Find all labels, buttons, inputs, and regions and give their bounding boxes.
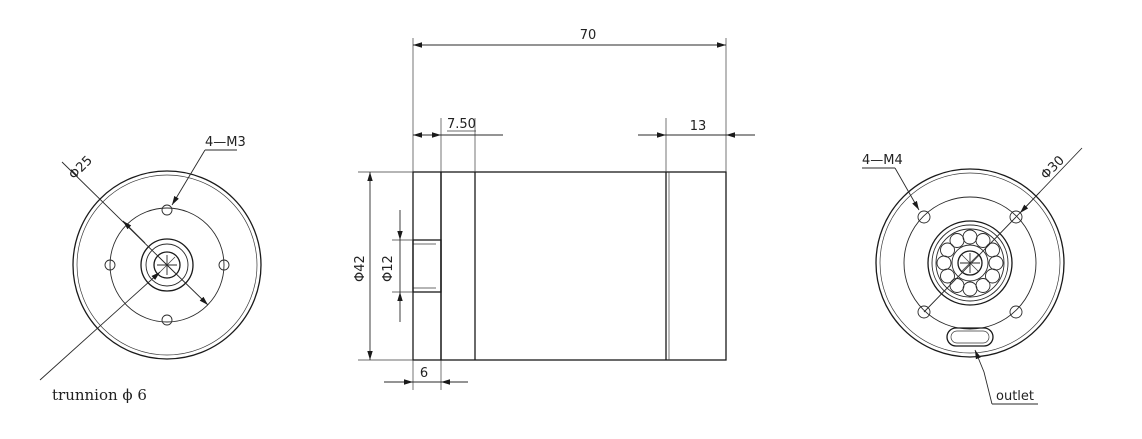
front-dia-leader — [61, 161, 168, 266]
front-bolt-circle-dim: Φ25 — [66, 153, 96, 183]
front-thread-leader — [171, 149, 206, 206]
front-hole-bottom — [161, 314, 173, 326]
dim-flange-length: 7.50 — [447, 117, 476, 132]
rear-hole-bottom-right — [1009, 305, 1023, 319]
outlet-slot — [946, 327, 994, 347]
trunnion-label: trunnion ϕ 6 — [52, 386, 147, 404]
outlet-label: outlet — [996, 389, 1034, 404]
bearing-ball — [949, 278, 965, 293]
rear-housing-inner — [931, 224, 1009, 302]
bearing-ball — [985, 268, 1000, 284]
bearing-outer-race — [935, 228, 1005, 298]
dim-overall-length: 70 — [580, 28, 597, 43]
rear-shaft-circle — [957, 250, 983, 276]
rear-outer-chamfer — [879, 172, 1061, 354]
dim-body-diameter: Φ42 — [353, 255, 368, 282]
bearing-ball — [962, 281, 978, 297]
front-hole-top — [161, 204, 173, 216]
bearing-ball — [985, 242, 1000, 258]
front-hole-right — [218, 259, 230, 271]
outlet-leader — [974, 349, 993, 405]
dim-shaft-diameter: Φ12 — [381, 255, 396, 282]
shaft-outline — [412, 239, 442, 293]
rear-hole-top-right — [1009, 210, 1023, 224]
front-hole-left — [104, 259, 116, 271]
bearing-ball — [940, 242, 955, 258]
front-bolt-circle — [109, 207, 225, 323]
rear-thread-leader — [894, 167, 920, 211]
side-view: 70 7.50 13 Φ42 Φ12 6 — [353, 28, 755, 390]
front-shaft-circle — [153, 251, 181, 279]
bearing-ball — [949, 233, 965, 248]
front-boss-outer — [140, 238, 194, 292]
front-dia-arrow — [122, 220, 146, 244]
rear-center-d2 — [961, 254, 979, 272]
front-outer-circle — [72, 170, 262, 360]
rear-inner-circle — [903, 196, 1037, 330]
bearing-ball — [962, 229, 978, 245]
body-outline — [440, 171, 727, 361]
bearing-ball — [975, 233, 991, 248]
bearing-ball — [936, 255, 952, 271]
front-outer-chamfer — [76, 174, 258, 356]
rear-dia-arrow — [1019, 191, 1041, 214]
rear-hole-top-left — [917, 210, 931, 224]
bearing-ball — [988, 255, 1004, 271]
bearing-balls — [936, 229, 1004, 297]
front-dia-line — [166, 264, 209, 306]
dim-shaft-length: 6 — [420, 366, 428, 381]
bearing-ball — [975, 278, 991, 293]
rear-thread-label: 4—M4 — [862, 153, 903, 168]
rear-hole-bottom-left — [917, 305, 931, 319]
rear-housing-outer — [927, 220, 1013, 306]
trunnion-leader — [39, 271, 161, 381]
rear-dia-line — [923, 216, 1017, 313]
front-thread-label: 4—M3 — [205, 135, 246, 150]
outlet-slot-inner — [950, 330, 990, 344]
front-boss-inner — [145, 243, 189, 287]
bearing-inner-race — [951, 244, 989, 282]
dim-end-length: 13 — [690, 119, 707, 134]
front-view: Φ25 4—M3 trunnion ϕ 6 — [39, 135, 262, 404]
rear-outer-circle — [875, 168, 1065, 358]
rear-view: Φ30 4—M4 outlet — [862, 147, 1083, 405]
bearing-ball — [940, 268, 955, 284]
rear-bolt-circle-dim: Φ30 — [1038, 153, 1068, 183]
flange-outline — [412, 171, 442, 361]
